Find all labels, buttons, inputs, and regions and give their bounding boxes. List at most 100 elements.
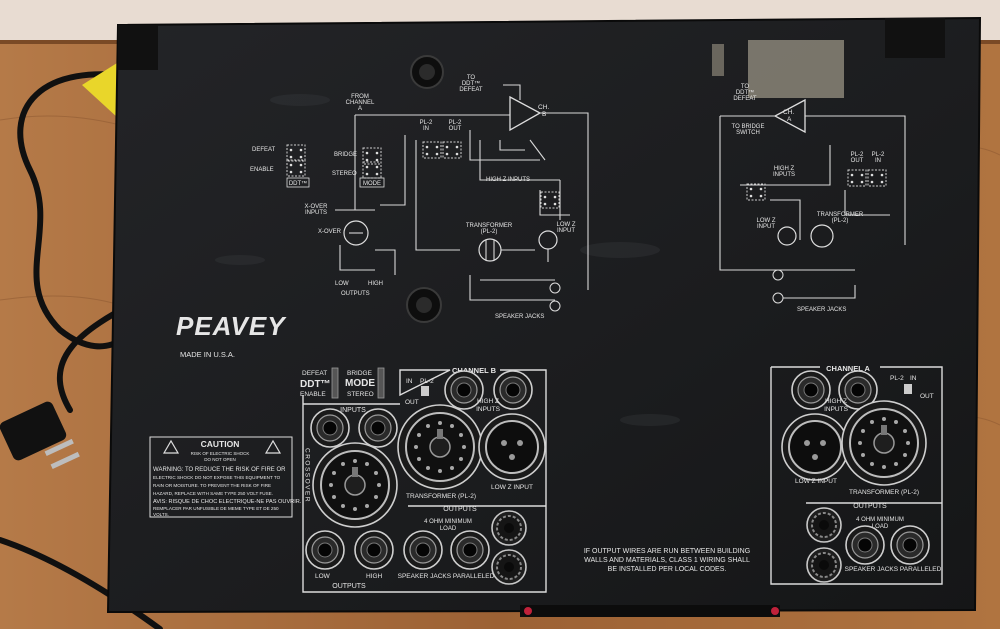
svg-text:OUTPUTS: OUTPUTS (853, 503, 887, 510)
xover-input-jack-2[interactable] (358, 408, 398, 448)
svg-text:4 OHM MINIMUM: 4 OHM MINIMUM (424, 519, 472, 525)
speaker-jack-b1[interactable] (403, 530, 443, 570)
caution-label: CAUTION RISK OF ELECTRIC SHOCK DO NOT OP… (149, 436, 302, 518)
svg-text:A: A (787, 116, 792, 123)
rack-handle-left (118, 25, 158, 70)
xover-output-low[interactable] (305, 530, 345, 570)
svg-text:DDT™: DDT™ (462, 80, 480, 87)
svg-text:RAIN OR MOISTURE. TO PREVENT T: RAIN OR MOISTURE. TO PREVENT THE RISK OF… (153, 483, 271, 488)
red-terminal (524, 607, 532, 615)
svg-text:OUT: OUT (920, 393, 934, 400)
svg-text:WALLS AND MATERIALS, CLASS 1 W: WALLS AND MATERIALS, CLASS 1 WIRING SHAL… (584, 557, 750, 564)
warning-triangle-icon (264, 439, 282, 454)
svg-text:PL-2: PL-2 (890, 375, 904, 382)
svg-text:DEFEAT: DEFEAT (302, 370, 327, 377)
transformer-socket-b[interactable] (397, 404, 483, 490)
svg-text:INPUT: INPUT (757, 224, 775, 230)
svg-text:WARNING: TO REDUCE THE RISK OF: WARNING: TO REDUCE THE RISK OF FIRE OR (153, 467, 286, 473)
svg-text:CH.: CH. (538, 104, 549, 111)
svg-text:TO: TO (741, 84, 750, 90)
svg-text:CHANNEL: CHANNEL (346, 100, 375, 106)
low-z-input-xlr-b[interactable] (478, 413, 546, 481)
binding-post-b1[interactable] (491, 510, 527, 546)
chassis-front-lip (520, 605, 780, 617)
channel-b-panel: CHANNEL B IN PL-2 OUT HIGH Z INPUTS INPU… (302, 366, 547, 593)
svg-text:INPUTS: INPUTS (476, 406, 501, 413)
svg-text:HIGH: HIGH (366, 573, 383, 580)
svg-text:IN: IN (423, 126, 429, 132)
schematic-channel-a: TO DDT™ DEFEAT CH. A TO BRIDGE SWITCH HI… (719, 84, 906, 313)
svg-text:OUTPUTS: OUTPUTS (332, 583, 366, 590)
svg-text:DDT™: DDT™ (736, 89, 754, 96)
svg-text:IF OUTPUT WIRES ARE RUN BETWEE: IF OUTPUT WIRES ARE RUN BETWEEN BUILDING (584, 548, 750, 555)
svg-text:CAUTION: CAUTION (201, 439, 240, 449)
svg-text:TRANSFORMER (PL-2): TRANSFORMER (PL-2) (406, 493, 476, 500)
svg-text:CHANNEL B: CHANNEL B (452, 366, 497, 375)
mode-switch[interactable] (377, 367, 385, 399)
svg-text:INPUT: INPUT (557, 228, 575, 234)
svg-text:PL-2: PL-2 (449, 120, 462, 126)
speaker-jack-b2[interactable] (450, 530, 490, 570)
svg-text:(PL-2): (PL-2) (832, 218, 849, 224)
crossover-module-socket[interactable] (312, 442, 398, 528)
svg-text:CROSSOVER: CROSSOVER (304, 448, 311, 503)
pl2-switch-b[interactable] (421, 386, 429, 396)
warning-triangle-icon (162, 439, 180, 454)
binding-post-b2[interactable] (491, 549, 527, 585)
svg-text:LOW Z: LOW Z (757, 218, 776, 224)
speaker-jack-a2[interactable] (890, 525, 930, 565)
binding-post-a2[interactable] (806, 547, 842, 583)
high-z-input-jack-b2[interactable] (493, 370, 533, 410)
svg-text:LOAD: LOAD (872, 524, 889, 530)
svg-text:MODE: MODE (345, 378, 375, 389)
svg-text:SPEAKER JACKS: SPEAKER JACKS (797, 307, 846, 313)
svg-text:RISK OF ELECTRIC SHOCK: RISK OF ELECTRIC SHOCK (191, 451, 250, 456)
transformer-icon (810, 224, 834, 248)
svg-text:TO BRIDGE: TO BRIDGE (732, 124, 765, 130)
svg-text:STEREO: STEREO (347, 391, 374, 398)
made-in-label: MADE IN U.S.A. (180, 350, 235, 359)
wiring-notice: IF OUTPUT WIRES ARE RUN BETWEEN BUILDING… (584, 548, 750, 573)
low-z-input-xlr-a[interactable] (781, 413, 849, 481)
svg-text:DEFEAT: DEFEAT (459, 87, 483, 93)
svg-text:OUTPUTS: OUTPUTS (443, 506, 477, 513)
power-plug-icon (0, 401, 80, 470)
svg-text:TRANSFORMER: TRANSFORMER (466, 223, 513, 229)
svg-text:INPUTS: INPUTS (824, 406, 849, 413)
svg-text:DO NOT OPEN: DO NOT OPEN (204, 457, 235, 462)
svg-text:REMPLACER PAR UNFUSIBLE DE MEM: REMPLACER PAR UNFUSIBLE DE MEME TYPE ET … (153, 506, 279, 511)
svg-text:AVIS: RISQUE DE CHOC ELECTRIQU: AVIS: RISQUE DE CHOC ELECTRIQUE-NE PAS O… (153, 499, 302, 505)
svg-text:BE INSTALLED PER LOCAL CODES.: BE INSTALLED PER LOCAL CODES. (608, 566, 727, 573)
svg-text:4 OHM MINIMUM: 4 OHM MINIMUM (856, 517, 904, 523)
svg-text:ENABLE: ENABLE (250, 167, 274, 173)
svg-text:DDT™: DDT™ (300, 379, 331, 390)
speaker-jack-a1[interactable] (845, 525, 885, 565)
svg-text:PL-2: PL-2 (420, 378, 434, 385)
pl2-switch-a[interactable] (904, 384, 912, 394)
svg-text:A: A (358, 106, 362, 112)
binding-post-a1[interactable] (806, 507, 842, 543)
svg-text:INPUTS: INPUTS (773, 172, 795, 178)
svg-text:OUTPUTS: OUTPUTS (341, 291, 370, 297)
ddt-switch[interactable] (331, 367, 339, 399)
svg-text:SPEAKER JACKS PARALLELED: SPEAKER JACKS PARALLELED (845, 566, 942, 573)
svg-text:SWITCH: SWITCH (736, 130, 760, 136)
svg-text:TRANSFORMER: TRANSFORMER (817, 212, 864, 218)
svg-text:ENABLE: ENABLE (300, 391, 326, 398)
svg-text:TRANSFORMER (PL-2): TRANSFORMER (PL-2) (849, 489, 919, 496)
xover-output-high[interactable] (354, 530, 394, 570)
svg-text:PL-2: PL-2 (872, 152, 885, 158)
red-terminal (771, 607, 779, 615)
svg-text:MODE: MODE (363, 181, 381, 187)
mode-switch-block: DEFEAT DDT™ ENABLE BRIDGE MODE STEREO (300, 367, 385, 399)
svg-text:DDT™: DDT™ (289, 180, 307, 187)
schematic-channel-b: TO DDT™ DEFEAT FROM CHANNEL A CH. B DEFE… (250, 75, 589, 320)
transformer-socket-a[interactable] (841, 400, 927, 486)
svg-text:PL-2: PL-2 (420, 120, 433, 126)
svg-text:SPEAKER JACKS: SPEAKER JACKS (495, 314, 544, 320)
xover-input-jack-1[interactable] (310, 408, 350, 448)
svg-text:BRIDGE: BRIDGE (347, 370, 373, 377)
amp-triangle-icon (509, 95, 542, 132)
svg-text:OUT: OUT (851, 158, 864, 164)
